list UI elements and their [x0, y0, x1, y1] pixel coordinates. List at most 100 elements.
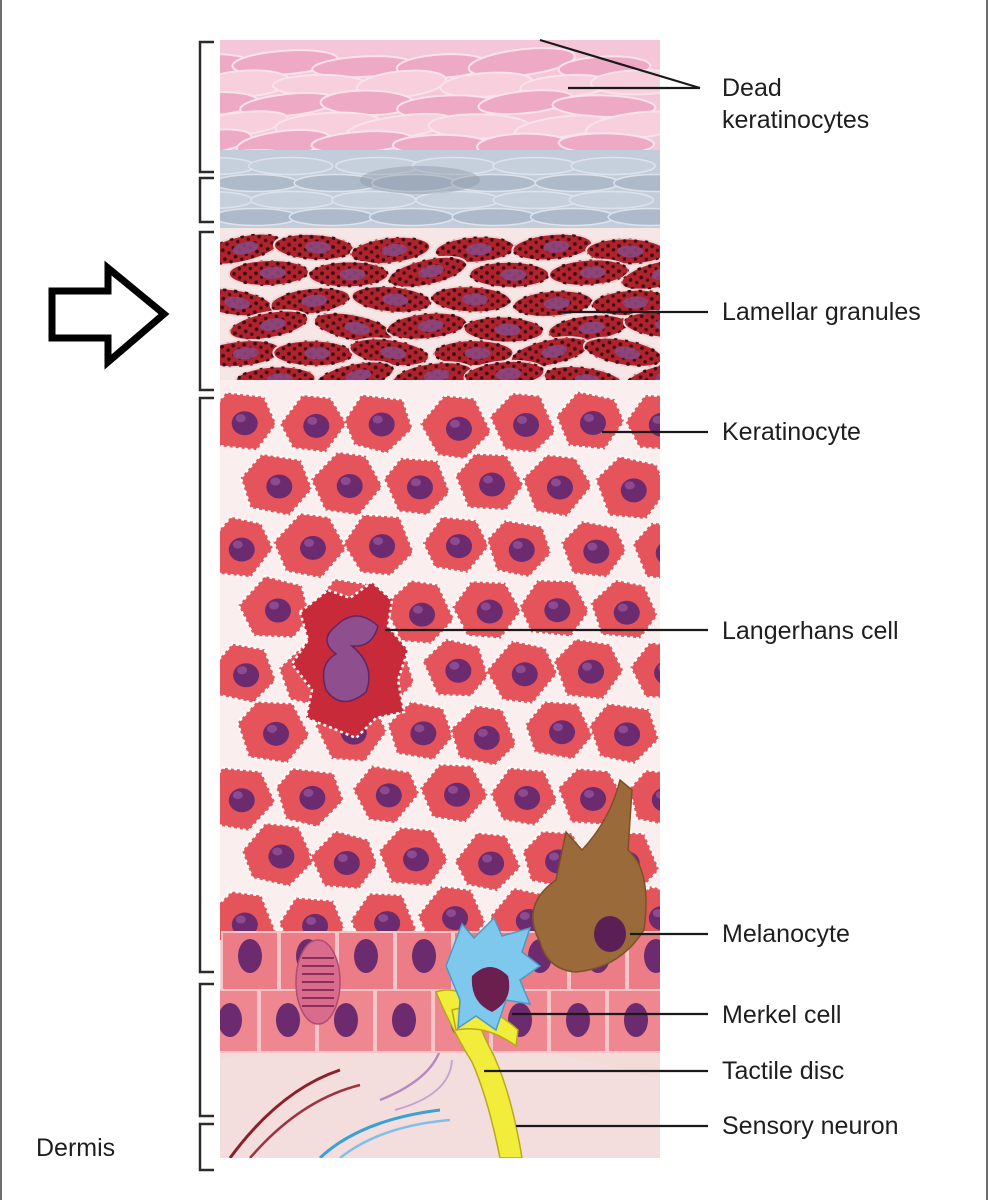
dead-cell	[551, 94, 657, 119]
nucleus	[339, 268, 366, 281]
flat-cell	[492, 156, 578, 176]
nucleus	[333, 850, 360, 875]
nucleolus	[337, 853, 348, 862]
nucleolus	[617, 603, 628, 612]
label-dermis: Dermis	[36, 1134, 116, 1162]
nucleus	[583, 539, 610, 564]
nucleus	[259, 266, 286, 279]
nucleus	[224, 296, 251, 310]
nucleus	[381, 243, 408, 257]
nucleolus	[303, 538, 314, 547]
flat-cell	[288, 207, 375, 227]
keratinocyte-cell	[664, 584, 730, 640]
nucleus	[614, 722, 641, 747]
nucleolus	[519, 911, 530, 920]
nucleus	[445, 658, 472, 683]
label-sensory-neuron: Sensory neuron	[722, 1112, 899, 1140]
nucleus	[687, 726, 713, 750]
flat-cell	[220, 173, 299, 193]
nucleolus	[548, 601, 559, 610]
nucleus	[686, 851, 712, 875]
nucleolus	[232, 540, 243, 549]
leader-lines	[385, 38, 708, 1128]
nucleolus	[306, 916, 317, 925]
nucleus	[276, 1003, 300, 1037]
nucleolus	[410, 478, 421, 487]
nucleus	[514, 785, 541, 810]
nucleus	[238, 939, 262, 973]
flat-cell	[415, 190, 501, 210]
nucleus	[264, 598, 291, 623]
nucleus	[544, 598, 571, 623]
nucleolus	[587, 542, 598, 551]
nucleolus	[449, 661, 460, 670]
flat-cell	[368, 207, 455, 227]
nucleus	[368, 412, 395, 437]
nucleus	[299, 535, 326, 560]
nucleus	[445, 416, 472, 441]
dermal-fiber	[249, 1083, 361, 1158]
nucleus	[549, 720, 576, 745]
flat-cell	[220, 207, 299, 227]
nucleus	[494, 323, 521, 336]
nucleus	[476, 599, 503, 624]
nucleolus	[372, 415, 383, 424]
nucleus	[651, 266, 660, 280]
purple-nerve-fiber	[394, 1059, 453, 1111]
nucleolus	[512, 540, 523, 549]
nucleus	[543, 240, 570, 253]
nucleolus	[618, 725, 629, 734]
bracket-dead	[198, 40, 214, 174]
nucleolus	[268, 601, 279, 610]
lamellar-granule-dots	[621, 258, 660, 290]
nucleus	[259, 318, 286, 331]
keratinocyte-cell	[659, 478, 660, 481]
dermis-tissue	[220, 1039, 660, 1158]
nucleus	[345, 369, 372, 383]
nucleus	[500, 268, 527, 281]
bracket-granulosum	[198, 230, 214, 392]
nucleus	[375, 783, 402, 808]
nucleus	[336, 474, 363, 499]
nucleus	[382, 293, 409, 306]
nucleus	[266, 474, 293, 499]
nucleus	[304, 241, 331, 254]
nucleus	[620, 478, 647, 503]
label-keratinocyte: Keratinocyte	[722, 418, 861, 446]
nucleolus	[448, 785, 459, 794]
nucleus	[578, 659, 605, 684]
flat-cell	[492, 190, 579, 210]
nucleus	[513, 412, 540, 437]
layer-brackets	[198, 40, 214, 1172]
nucleolus	[449, 419, 460, 428]
nucleus	[354, 939, 378, 973]
bracket-dermis	[198, 1122, 214, 1172]
nucleus	[566, 1003, 590, 1037]
blue-nerve-fiber	[318, 1108, 441, 1158]
flat-cell	[451, 207, 537, 227]
nucleus	[334, 1003, 358, 1037]
nucleolus	[624, 481, 635, 490]
nucleolus	[690, 478, 700, 486]
nucleus	[369, 534, 396, 559]
nucleus	[228, 537, 255, 562]
nucleus	[299, 785, 326, 810]
nucleolus	[652, 909, 660, 918]
nucleus	[268, 844, 295, 869]
nucleolus	[237, 666, 248, 675]
nucleolus	[690, 854, 700, 862]
nucleolus	[482, 854, 493, 863]
leader-dead-a	[539, 38, 701, 90]
nucleus	[543, 297, 570, 310]
nucleus	[686, 475, 712, 499]
flat-cell	[568, 190, 654, 210]
nucleolus	[483, 475, 494, 484]
keratinocyte-cell	[631, 521, 660, 580]
nucleus	[644, 939, 660, 973]
flat-cell	[607, 207, 660, 227]
nucleolus	[232, 791, 243, 800]
nucleolus	[691, 729, 701, 737]
nucleolus	[340, 477, 351, 486]
frame-border-right	[986, 0, 988, 1200]
